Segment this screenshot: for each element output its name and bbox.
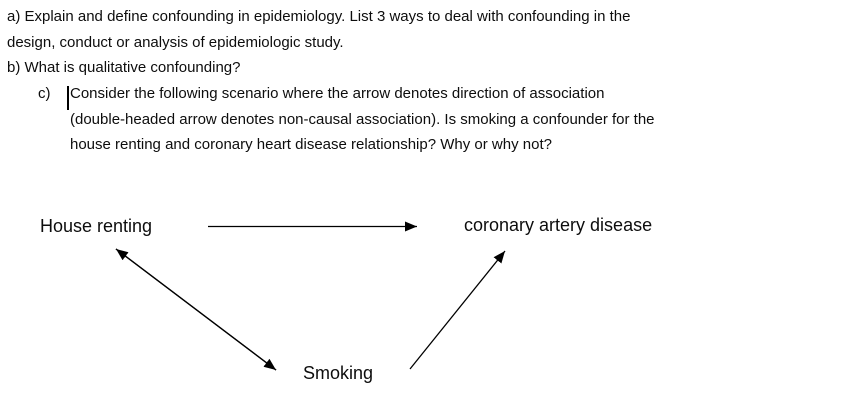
question-block-ab: a) Explain and define confounding in epi… — [7, 4, 630, 81]
question-a-line-2: design, conduct or analysis of epidemiol… — [7, 33, 344, 51]
arrow-smoking-to-cad — [409, 250, 506, 370]
diagram-node-house-renting: House renting — [40, 216, 153, 236]
question-c-line-1: Consider the following scenario where th… — [70, 85, 605, 102]
question-c-marker: c) — [38, 85, 51, 102]
question-b: b) What is qualitative confounding? — [7, 59, 241, 77]
question-c-line-2: (double-headed arrow denotes non-causal … — [70, 110, 655, 128]
question-c-text: Consider the following scenario where th… — [70, 81, 655, 158]
diagram-node-smoking: Smoking — [303, 363, 374, 383]
arrow-house-smoking-double-down — [115, 248, 277, 371]
question-a-line-1: a) Explain and define confounding in epi… — [7, 8, 631, 25]
question-c-line-3: house renting and coronary heart disease… — [70, 136, 552, 154]
text-cursor-caret — [67, 86, 69, 110]
diagram-node-coronary-artery-disease: coronary artery disease — [464, 215, 653, 235]
arrow-house-smoking-double-up — [115, 248, 277, 371]
